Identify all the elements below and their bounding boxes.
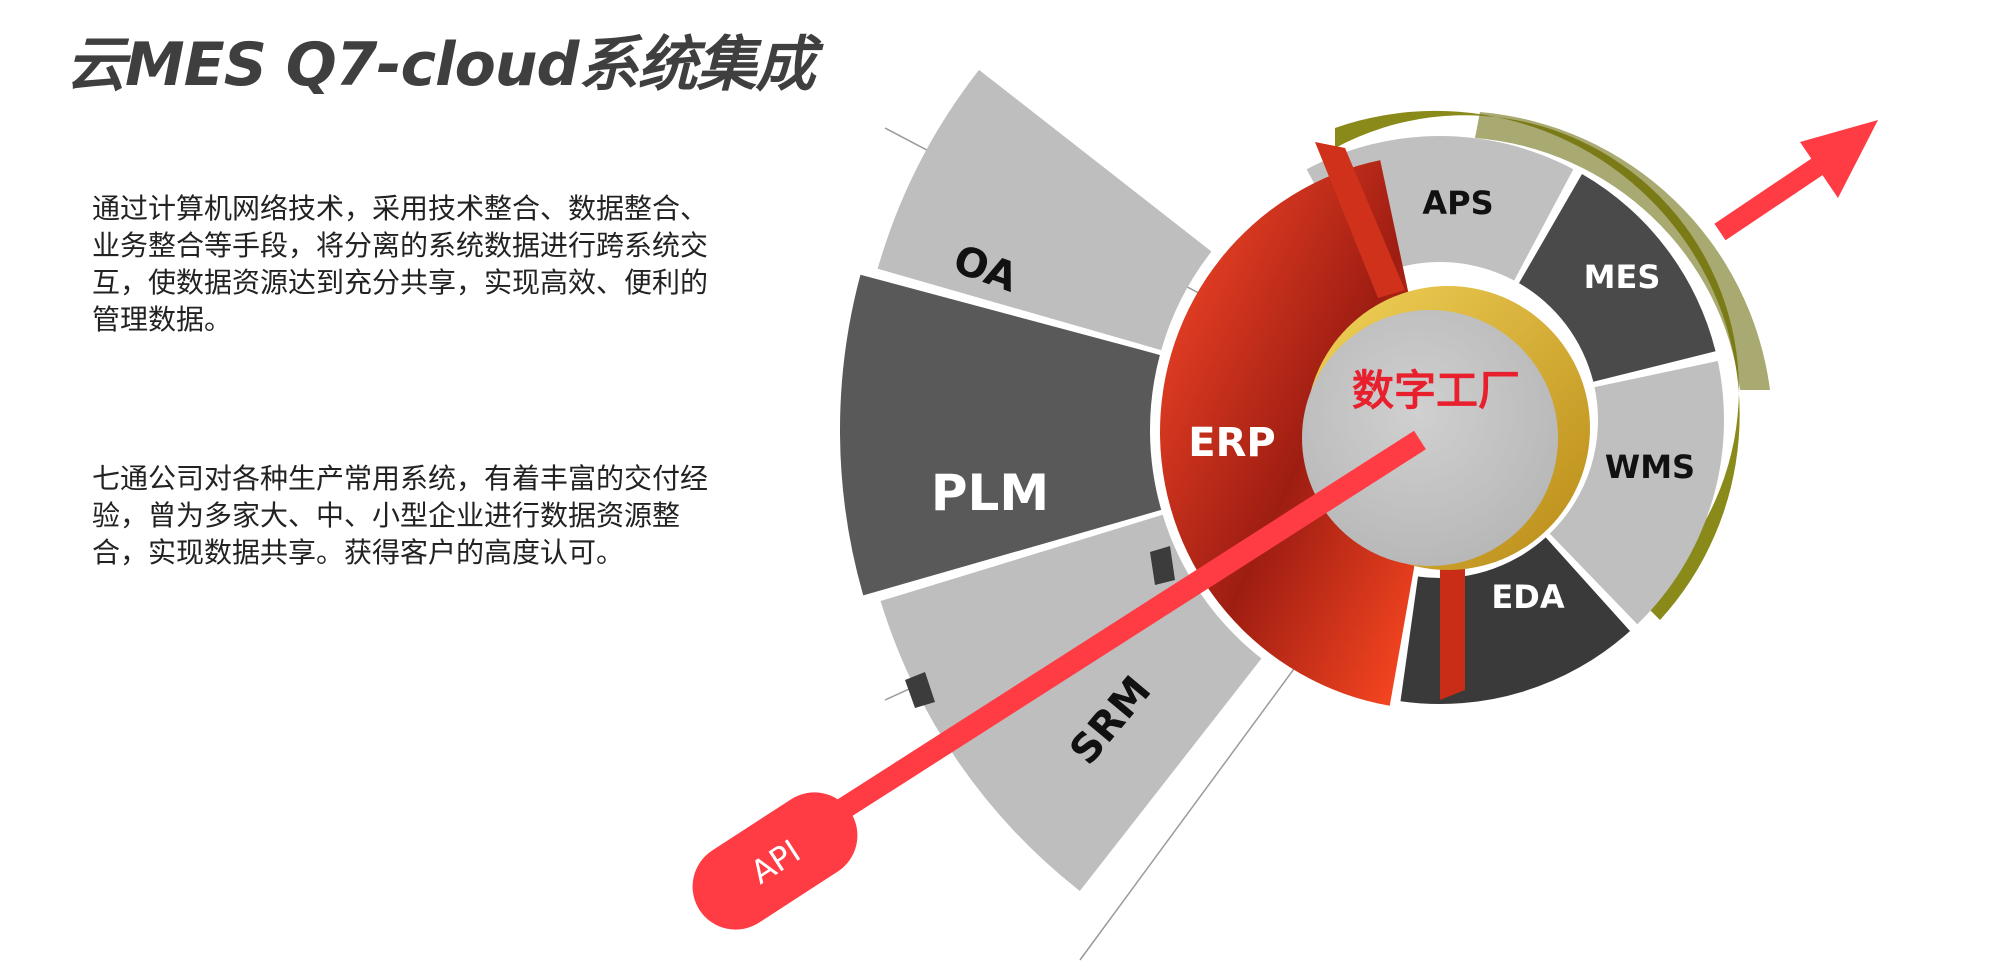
- label-plm: PLM: [931, 464, 1049, 522]
- api-arrow: [692, 120, 1878, 930]
- plm-shadow-notch-2: [905, 672, 935, 708]
- description-paragraph-1: 通过计算机网络技术，采用技术整合、数据整合、业务整合等手段，将分离的系统数据进行…: [92, 192, 709, 336]
- label-center: 数字工厂: [1352, 366, 1520, 415]
- plm-shadow-notch: [1150, 546, 1175, 585]
- page-title: 云MES Q7-cloud系统集成: [66, 30, 815, 100]
- erp-ring-top-face: [1315, 142, 1405, 298]
- segment-plm: [840, 274, 1162, 596]
- label-wms: WMS: [1605, 448, 1695, 486]
- description-paragraph-2: 七通公司对各种生产常用系统，有着丰富的交付经验，曾为多家大、中、小型企业进行数据…: [92, 462, 709, 569]
- center-hub: [1302, 310, 1558, 566]
- label-mes: MES: [1584, 258, 1661, 296]
- segment-oa: [877, 69, 1212, 351]
- api-pill: [692, 792, 858, 930]
- label-eda: EDA: [1491, 578, 1564, 616]
- erp-ring-bottom-face: [1440, 568, 1465, 700]
- segment-mes: [1519, 174, 1716, 382]
- label-erp: ERP: [1188, 420, 1275, 466]
- label-aps: APS: [1422, 184, 1493, 222]
- segment-wms: [1549, 360, 1724, 625]
- outer-ring-rim-shade: [1475, 112, 1770, 390]
